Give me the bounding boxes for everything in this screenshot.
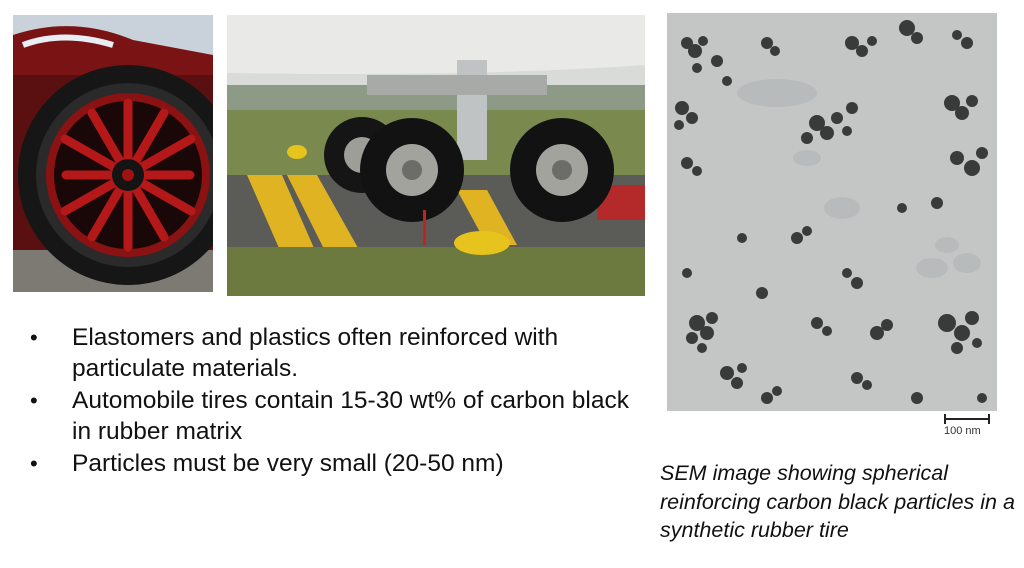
bullet-marker: • [30, 388, 38, 413]
scale-bar-label: 100 nm [944, 425, 981, 437]
bullet-text: Particles must be very small (20-50 nm) [72, 450, 504, 477]
bullet-item: • Elastomers and plastics often reinforc… [30, 322, 650, 384]
scale-bar-line [944, 414, 990, 424]
bullet-list: • Elastomers and plastics often reinforc… [30, 322, 650, 480]
aircraft-landing-gear-photo [227, 15, 645, 296]
image-caption: SEM image showing spherical reinforcing … [660, 461, 1015, 542]
car-wheel-photo [13, 15, 213, 292]
scale-bar: 100 nm [944, 414, 990, 437]
bullet-text: Elastomers and plastics often reinforced… [72, 324, 559, 382]
sem-micrograph-image [667, 13, 997, 411]
bullet-marker: • [30, 325, 38, 350]
bullet-item: • Particles must be very small (20-50 nm… [30, 448, 650, 479]
bullet-marker: • [30, 451, 38, 476]
bullet-item: • Automobile tires contain 15-30 wt% of … [30, 385, 650, 447]
bullet-text: Automobile tires contain 15-30 wt% of ca… [72, 387, 629, 445]
